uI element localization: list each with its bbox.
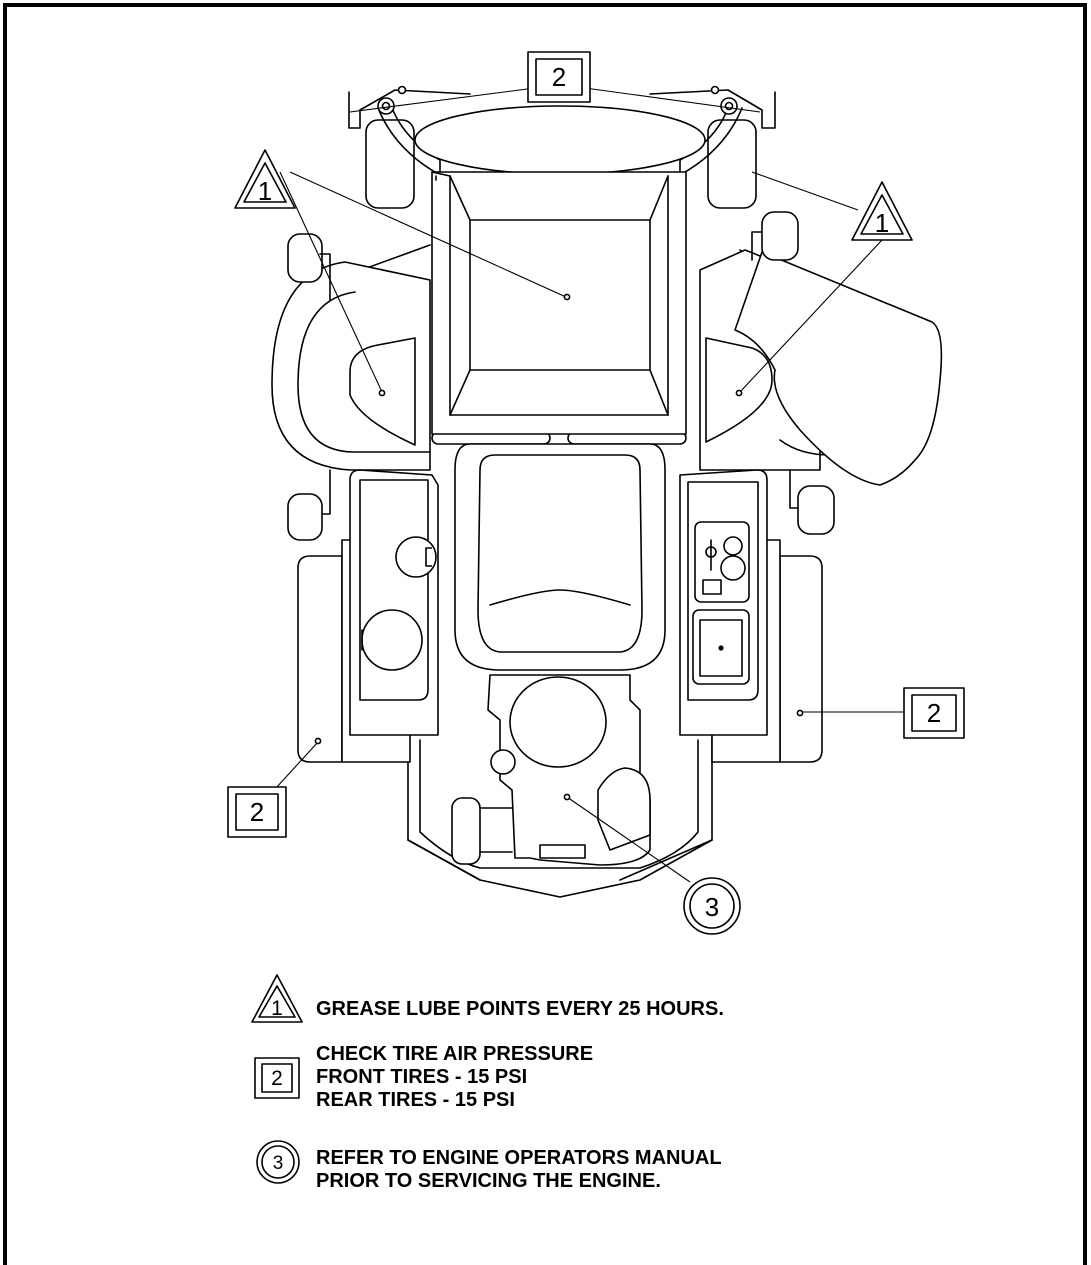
- legend-tire-line2: FRONT TIRES - 15 PSI: [316, 1066, 528, 1088]
- engine: [487, 674, 651, 866]
- callout-3: 3: [683, 877, 741, 935]
- leader-lines: [275, 87, 903, 883]
- legend-marker-3: 3: [256, 1140, 300, 1184]
- right-fender: [679, 469, 768, 736]
- callout-2-left-label: 2: [250, 797, 264, 827]
- legend-engine-line1: REFER TO ENGINE OPERATORS MANUAL: [316, 1147, 722, 1169]
- legend-tire-line1: CHECK TIRE AIR PRESSURE: [316, 1043, 594, 1065]
- air-cleaner: [451, 797, 481, 865]
- legend-engine-text: REFER TO ENGINE OPERATORS MANUAL PRIOR T…: [316, 1147, 722, 1193]
- callout-2-right-label: 2: [927, 698, 941, 728]
- anti-scalp-wheels: [287, 211, 835, 541]
- callout-2-left: 2: [227, 786, 287, 838]
- callout-2-right: 2: [903, 687, 965, 739]
- legend-marker-2-label: 2: [271, 1067, 283, 1090]
- legend-marker-3-label: 3: [273, 1153, 284, 1174]
- seat: [454, 443, 666, 671]
- left-fender: [349, 469, 439, 736]
- front-casters: [348, 85, 776, 209]
- legend-tire-text: CHECK TIRE AIR PRESSURE FRONT TIRES - 15…: [316, 1043, 593, 1112]
- legend-marker-1: 1: [251, 974, 303, 1023]
- callout-3-label: 3: [705, 892, 719, 922]
- legend-marker-1-label: 1: [271, 997, 283, 1020]
- rear-frame: [407, 737, 713, 898]
- legend-lube-text: GREASE LUBE POINTS EVERY 25 HOURS.: [316, 998, 724, 1021]
- legend-tire-line3: REAR TIRES - 15 PSI: [316, 1089, 515, 1111]
- callout-1-left-label: 1: [258, 176, 272, 206]
- legend-marker-2: 2: [254, 1057, 300, 1099]
- legend-engine-line2: PRIOR TO SERVICING THE ENGINE.: [316, 1170, 661, 1192]
- callout-dots: [314, 293, 804, 801]
- discharge-chute: [734, 251, 943, 486]
- callout-2-top: 2: [527, 51, 591, 103]
- callout-1-left: 1: [234, 149, 296, 209]
- callout-1-right-label: 1: [875, 208, 889, 238]
- foot-plate: [414, 105, 706, 175]
- callout-2-top-label: 2: [552, 62, 566, 92]
- frame-footwell: [431, 171, 687, 435]
- legend-lube-line1: GREASE LUBE POINTS EVERY 25 HOURS.: [316, 998, 724, 1020]
- callout-1-right: 1: [851, 181, 913, 241]
